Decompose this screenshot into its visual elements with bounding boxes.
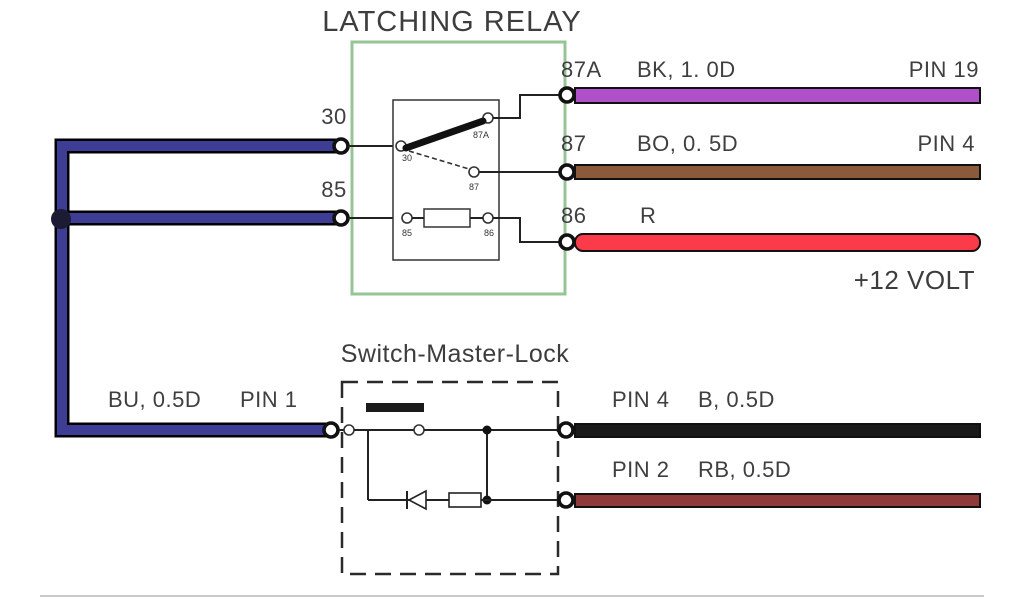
label-terminal-87a: 87A [561,57,602,82]
label-terminal-86: 86 [561,203,586,228]
resistor-symbol [448,492,482,508]
connector-switch-input [322,421,340,439]
connector-87a [558,86,576,104]
switch-latch-bar [366,403,424,412]
supply-voltage-label: +12 VOLT [854,265,975,295]
inner-label-30: 30 [402,153,412,163]
connector-30 [332,137,350,155]
connector-86 [558,233,576,251]
relay-coil [423,208,471,228]
relay-pin-86 [482,212,494,224]
connector-87 [558,163,576,181]
relay-pin-87 [468,166,480,178]
label-wirecode-rb: RB, 0.5D [698,457,791,482]
diode-symbol [407,489,427,511]
inner-label-86: 86 [484,228,494,238]
label-pin19: PIN 19 [909,57,979,82]
inner-label-87: 87 [469,182,479,192]
wire-black [574,423,981,438]
switch-enclosure-box [340,380,560,576]
label-wirecode-86: R [640,203,656,228]
wire-darkred [574,493,981,508]
relay-title: LATCHING RELAY [322,6,581,38]
blue-wire-30 [57,141,338,435]
route-87a [493,94,559,119]
switch-junction-top [482,425,492,435]
label-wirecode-87: BO, 0. 5D [637,131,738,156]
relay-terminal-85-label: 85 [321,177,346,202]
connector-switch-out-top [557,421,575,439]
route-86 [493,217,559,243]
label-wirecode-87a: BK, 1. 0D [637,57,736,82]
latching-relay-section: LATCHING RELAY 30 85 30 87A 87 85 86 [51,6,981,438]
relay-armature-alt-dashed [408,150,470,170]
switch-contact-left [343,424,355,436]
relay-terminal-30-label: 30 [321,104,346,129]
relay-armature [402,117,487,152]
switch-master-lock-section: Switch-Master-Lock BU, 0.5D PIN 1 PIN 4 … [108,340,981,576]
wire-red [574,233,981,252]
connector-switch-out-bottom [557,491,575,509]
switch-contact-right [413,424,425,436]
label-pin2: PIN 2 [612,457,670,482]
inner-label-85: 85 [402,228,412,238]
label-pin1: PIN 1 [240,387,298,412]
relay-pin-85 [401,212,413,224]
label-pin4-relay: PIN 4 [917,131,975,156]
switch-title: Switch-Master-Lock [341,340,570,368]
relay-body [392,99,500,261]
inner-label-87a: 87A [473,130,489,140]
label-wirecode-b: B, 0.5D [698,387,775,412]
label-terminal-87: 87 [561,131,586,156]
label-pin4-switch: PIN 4 [612,387,670,412]
connector-85 [332,209,350,227]
wire-junction-dot [51,209,71,229]
label-input-wirecode: BU, 0.5D [108,387,201,412]
wire-brown [574,164,981,180]
wire-purple [574,87,981,104]
